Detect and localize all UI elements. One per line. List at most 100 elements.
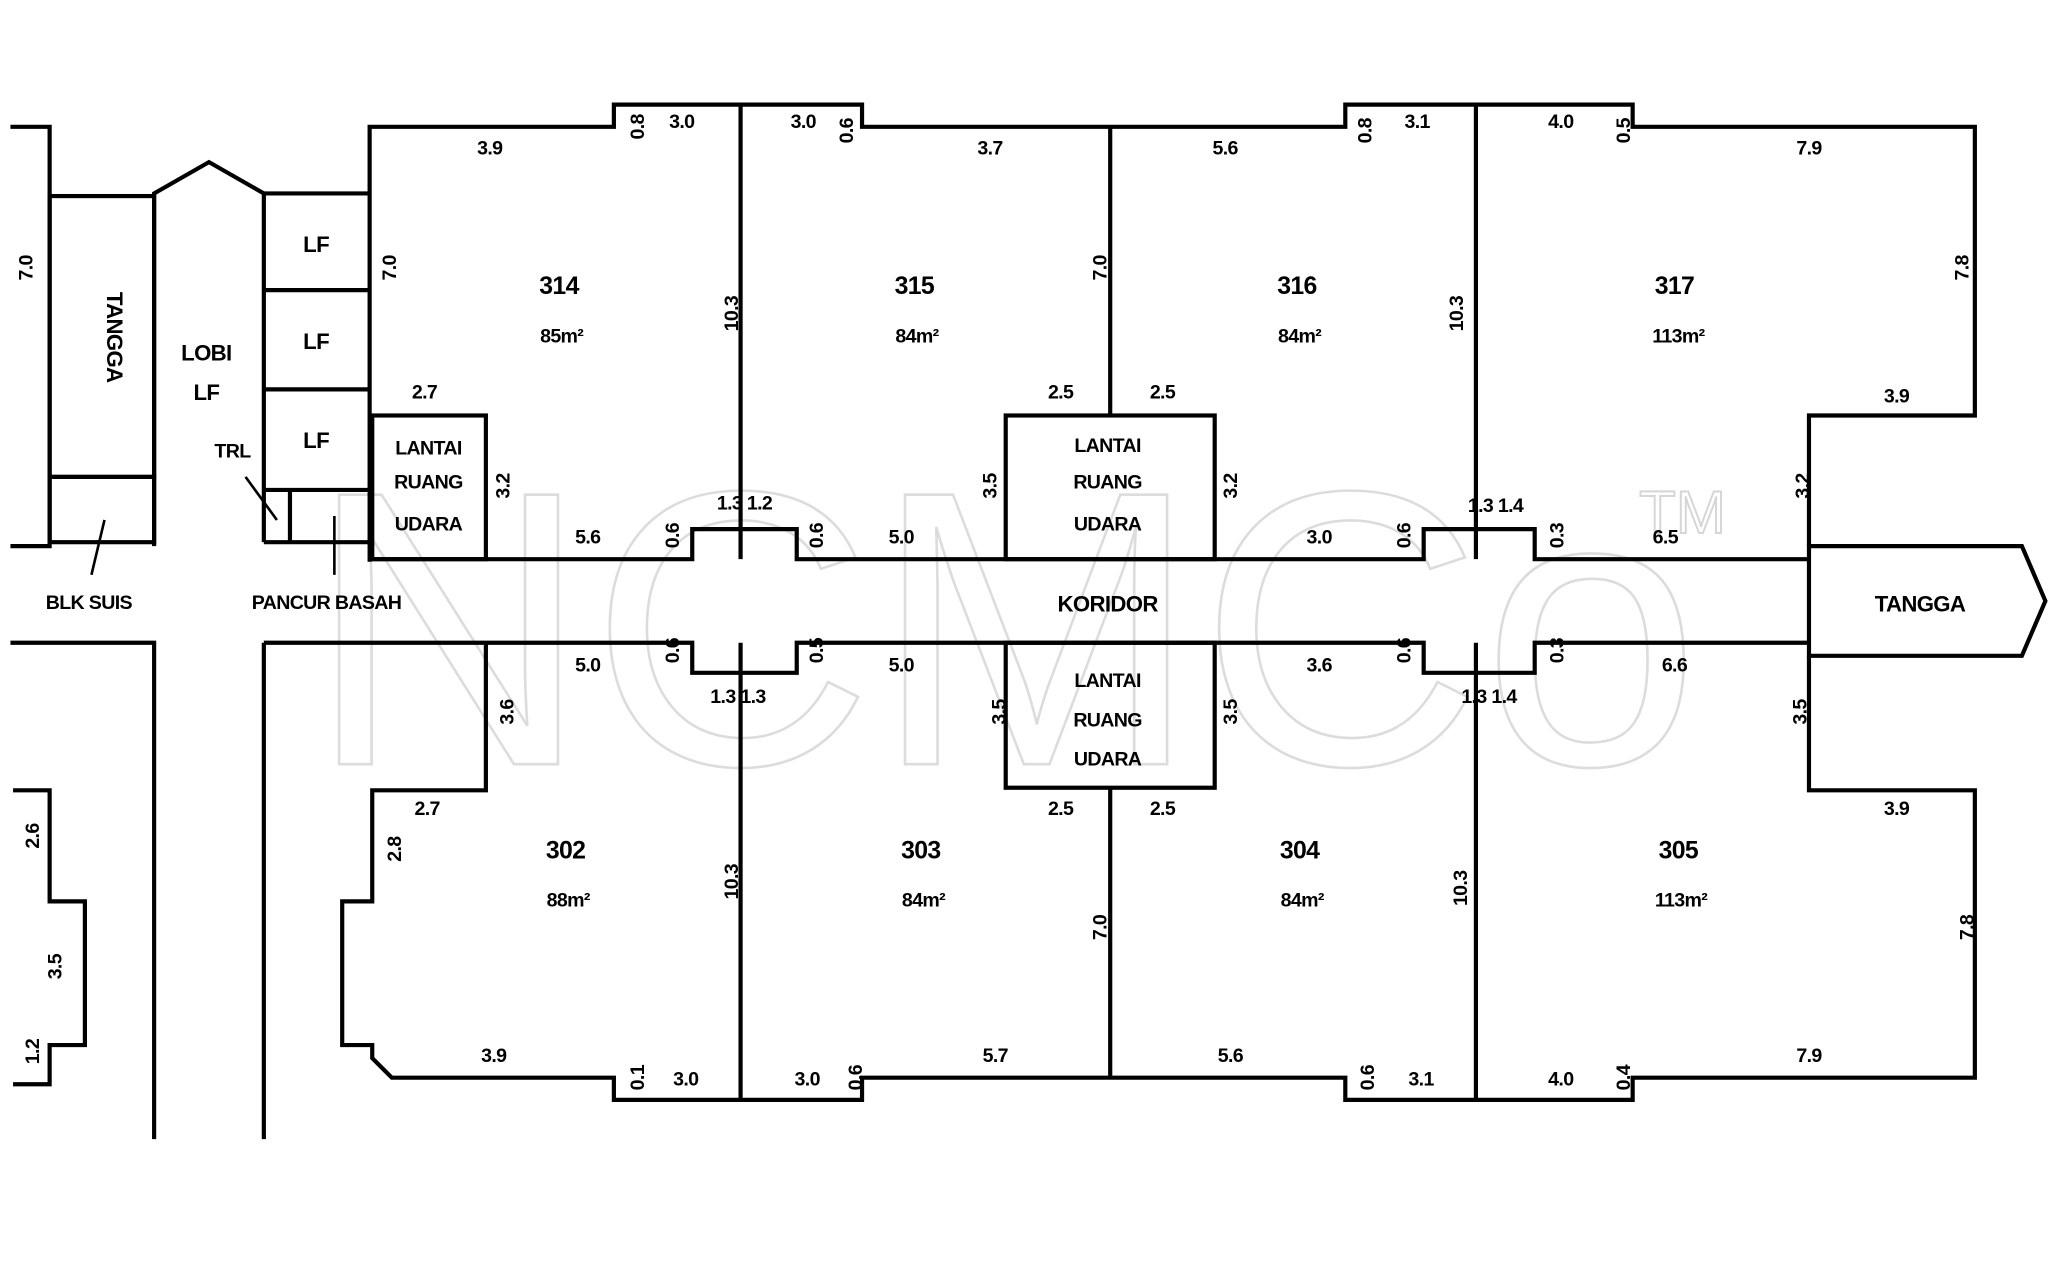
dimension-label: 10.3 <box>721 863 743 899</box>
void-text: UDARA <box>1074 749 1142 771</box>
dimension-label: 0.3 <box>1546 522 1568 548</box>
dimension-label: 10.3 <box>721 295 743 331</box>
dimension-label: 7.0 <box>1089 255 1111 281</box>
dimension-label: 0.6 <box>1394 522 1416 548</box>
void-text: LANTAI <box>1074 435 1141 457</box>
dimension-label: 4.0 <box>1548 111 1574 133</box>
void-text: UDARA <box>1074 513 1142 535</box>
void-top: LANTAI RUANG UDARA <box>1073 435 1143 535</box>
void-text: RUANG <box>394 472 463 494</box>
dimensions: 3.9 0.8 3.0 3.0 0.6 3.7 5.6 0.8 3.1 4.0 0.5 7.9 7.0 7… <box>16 111 1979 1090</box>
unit-number: 304 <box>1280 837 1320 864</box>
dimension-label: 0.3 <box>1546 637 1568 663</box>
dimension-label: 0.4 <box>1613 1064 1635 1090</box>
dimension-label: 2.5 <box>1048 798 1074 820</box>
dimension-label: 3.5 <box>1789 699 1811 725</box>
dimension-label: 6.6 <box>1662 654 1688 676</box>
dimension-label: 5.0 <box>575 654 601 676</box>
dimension-label: 7.0 <box>1089 914 1111 940</box>
unit-316: 316 84m² <box>1277 273 1323 347</box>
unit-area: 113m² <box>1655 890 1708 912</box>
watermark: NCMCo <box>307 410 1700 848</box>
lift-label-1: LF <box>303 232 329 257</box>
unit-number: 316 <box>1277 273 1316 300</box>
dimension-label: 1.2 <box>22 1038 44 1064</box>
dimension-label: 6.5 <box>1653 526 1679 548</box>
dimension-label: 0.5 <box>1613 117 1635 143</box>
dimension-label: 3.5 <box>980 473 1002 499</box>
dimension-label: 5.0 <box>889 526 915 548</box>
dimension-label: 3.6 <box>1307 654 1333 676</box>
dimension-label: 4.0 <box>1548 1069 1574 1091</box>
dimension-label: 3.6 <box>496 699 518 725</box>
dimension-label: 0.6 <box>845 1064 867 1090</box>
unit-area: 88m² <box>547 890 591 912</box>
dimension-label: 5.7 <box>983 1045 1009 1067</box>
unit-area: 84m² <box>902 890 946 912</box>
dimension-label: 2.5 <box>1048 382 1074 404</box>
dimension-label: 7.8 <box>1957 914 1979 940</box>
dimension-label: 3.2 <box>492 473 514 499</box>
unit-area: 84m² <box>1281 890 1325 912</box>
dimension-label: 0.8 <box>627 113 649 139</box>
dimension-label: 0.6 <box>662 522 684 548</box>
dimension-label: 1.3 1.2 <box>717 493 773 515</box>
dimension-label: 3.9 <box>477 137 503 159</box>
dimension-label: 10.3 <box>1446 295 1468 331</box>
unit-number: 303 <box>901 837 940 864</box>
void-text: RUANG <box>1073 709 1142 731</box>
unit-304: 304 84m² <box>1280 837 1326 912</box>
stair-label-right: TANGGA <box>1875 591 1966 616</box>
lobby-lift-label: LF <box>193 380 219 405</box>
dimension-label: 0.8 <box>1354 117 1376 143</box>
dimension-label: 2.7 <box>412 382 438 404</box>
void-bottom: LANTAI RUANG UDARA <box>1073 670 1143 771</box>
unit-area: 84m² <box>1278 325 1322 347</box>
dimension-label: 0.6 <box>836 117 858 143</box>
dimension-label: 3.5 <box>1220 699 1242 725</box>
corridor-label: KORIDOR <box>1057 591 1158 616</box>
unit-number: 315 <box>895 273 935 300</box>
dimension-label: 7.0 <box>379 255 401 281</box>
dimension-label: 0.6 <box>662 637 684 663</box>
dimension-label: 3.2 <box>1220 473 1242 499</box>
dimension-label: 3.0 <box>795 1069 821 1091</box>
dimension-label: 3.7 <box>977 137 1003 159</box>
dimension-label: 1.3 1.3 <box>710 686 766 708</box>
void-left: LANTAI RUANG UDARA <box>394 438 464 536</box>
dimension-label: 0.5 <box>806 637 828 663</box>
void-text: RUANG <box>1073 472 1142 494</box>
dimension-label: 3.1 <box>1408 1069 1434 1091</box>
dimension-label: 7.9 <box>1796 1045 1822 1067</box>
dimension-label: 3.5 <box>44 953 66 979</box>
void-text: UDARA <box>395 513 463 535</box>
dimension-label: 3.5 <box>989 699 1011 725</box>
pancur-label: PANCUR BASAH <box>252 592 402 614</box>
dimension-label: 3.0 <box>669 111 695 133</box>
void-text: LANTAI <box>395 438 462 460</box>
dimension-label: 7.8 <box>1951 255 1973 281</box>
unit-number: 305 <box>1659 837 1699 864</box>
dimension-label: 3.9 <box>1884 385 1910 407</box>
unit-number: 302 <box>546 837 585 864</box>
dimension-label: 0.6 <box>1394 637 1416 663</box>
unit-number: 317 <box>1655 273 1694 300</box>
unit-area: 113m² <box>1652 325 1705 347</box>
dimension-label: 2.5 <box>1150 798 1176 820</box>
dimension-label: 0.1 <box>627 1064 649 1090</box>
dimension-label: 10.3 <box>1450 870 1472 906</box>
dimension-label: 3.0 <box>673 1069 699 1091</box>
dimension-label: 7.0 <box>16 255 38 281</box>
watermark-tm: TM <box>1639 479 1726 546</box>
dimension-label: 1.3 1.4 <box>1468 495 1524 517</box>
trl-label: TRL <box>214 440 251 462</box>
lobby-label: LOBI <box>181 341 231 366</box>
void-text: LANTAI <box>1074 670 1141 692</box>
lift-label-2: LF <box>303 329 329 354</box>
lift-label-3: LF <box>303 428 329 453</box>
dimension-label: 3.1 <box>1405 111 1431 133</box>
dimension-label: 5.6 <box>1213 137 1239 159</box>
unit-area: 85m² <box>540 325 584 347</box>
